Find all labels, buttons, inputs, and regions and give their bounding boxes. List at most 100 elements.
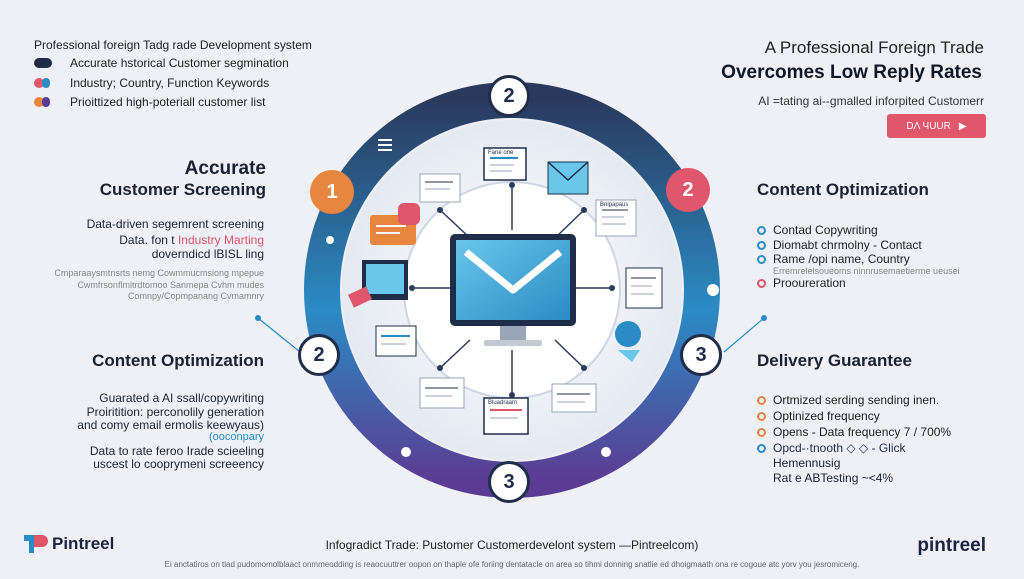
- section1-desc4: Cmparaaysmtnsrts nemg Cowmmucmsiong mpep…: [54, 268, 264, 278]
- section1-desc2-highlight: Industry Marting: [177, 233, 264, 247]
- pill-icon-purple: [42, 97, 50, 107]
- section2-title: Content Optimization: [92, 351, 264, 370]
- bullet-dot-icon: [757, 240, 766, 250]
- bullet-dot-icon: [757, 278, 766, 288]
- bullet-dot-icon: [757, 411, 766, 421]
- right-section2-item: Optinized frequency: [757, 409, 880, 423]
- tablet-card-left: [347, 260, 408, 308]
- pill-icon-navy: [34, 58, 52, 68]
- right-section2-title: Delivery Guarantee: [757, 351, 912, 370]
- bullet-dot-icon: [757, 225, 766, 235]
- right-section1-item: Contad Copywriting: [757, 223, 878, 237]
- footer-caption: Infogradict Trade: Pustomer Customerdeve…: [325, 538, 699, 552]
- right-section1-item-label: Prooureration: [773, 276, 846, 290]
- pintreel-logo-icon: [24, 535, 48, 553]
- logo-right: pintreel: [917, 535, 986, 556]
- section1-desc2-prefix: Data. fon t: [119, 233, 175, 247]
- card-title-3: Bluadraam: [488, 400, 518, 406]
- connector-lines: [412, 185, 612, 395]
- card-title-1: Fane one: [488, 150, 514, 156]
- section2-desc5: Data to rate feroo Irade scieeling: [89, 444, 264, 458]
- section1-title-line1: Accurate: [184, 158, 266, 179]
- section1-desc1: Data-driven segemrent screening: [86, 217, 264, 231]
- ring-dot: [707, 284, 719, 296]
- ring-dot: [326, 236, 334, 244]
- right-section1-item: Diomabt chrmolny - Contact: [757, 238, 922, 252]
- right-section1-item: Rame /opi name, Country: [757, 252, 910, 266]
- pill-icon-blue: [42, 78, 50, 88]
- header-left-title: Professional foreign Tadg rade Developme…: [34, 38, 312, 52]
- doc-card-bottom: [483, 397, 529, 435]
- badge-bottom: 3: [488, 461, 530, 503]
- right-section1-item-label: Contad Copywriting: [773, 223, 878, 237]
- section1-desc2: Data. fon t Industry Marting: [119, 233, 264, 247]
- ring-dot: [401, 447, 411, 457]
- logo-left-text: Pintreel: [52, 534, 115, 553]
- section1-title-line2: Customer Screening: [99, 180, 266, 199]
- monitor-icon: [450, 234, 576, 346]
- badge-top: 2: [488, 75, 530, 117]
- right-section2-item: Ortmized serding sending inen.: [757, 393, 939, 407]
- doc-card-bottom-left: [419, 377, 465, 409]
- header-left-item-3: Prioittized high-poteriall customer list: [70, 95, 266, 109]
- pill-icon-red: [34, 78, 44, 88]
- doc-card-right: [595, 199, 637, 237]
- section2-desc6: uscest lo cooprymeni screeency: [93, 457, 264, 471]
- connector-right-dot: [761, 315, 767, 321]
- badge-right: 2: [666, 168, 710, 212]
- section2-desc4: (ooconpary: [208, 431, 264, 443]
- doc-card-left-top: [419, 173, 461, 203]
- right-section2-item: Opens - Data frequency 7 / 700%: [757, 425, 951, 439]
- chat-bubble-card: [370, 203, 420, 245]
- cta-label: DΛ ЧUUR: [906, 120, 951, 132]
- badge-lower-right: 3: [680, 334, 722, 376]
- doc-card-left-bottom: [375, 325, 417, 357]
- section1-desc3: doverndicd lBISL ling: [151, 247, 264, 261]
- right-section1-small: Erremrelelsoueoms ninnrusemaetierme ueus…: [773, 266, 960, 276]
- right-section1-title: Content Optimization: [757, 180, 929, 199]
- play-arrow-icon: ▶: [958, 120, 967, 132]
- right-section1-item: Prooureration: [757, 276, 846, 290]
- connector-left: [257, 317, 301, 353]
- bullet-dot-icon: [757, 427, 766, 437]
- bullet-dot-icon: [757, 443, 766, 453]
- doc-card-bottom-right: [551, 383, 597, 413]
- header-right-line1: A Professional Foreign Trade: [764, 38, 984, 57]
- connector-right: [723, 317, 765, 353]
- right-section2-item-label: Rat e ABTesting ~<4%: [773, 471, 894, 485]
- right-section1-item-label: Diomabt chrmolny - Contact: [773, 238, 922, 252]
- badge-left: 1: [310, 170, 354, 214]
- header-left-item-1: Accurate hstorical Customer segmination: [70, 56, 289, 70]
- badge-lower-left: 2: [298, 334, 340, 376]
- section1-desc5: Cwmfrsonflmltrdtomoo Sanmepa Cvhm mudes: [77, 280, 264, 290]
- menu-icon: [378, 139, 392, 151]
- right-section2-item-label: Opens - Data frequency 7 / 700%: [773, 425, 952, 439]
- connector-dots: [409, 182, 615, 398]
- logo-left: Pintreel: [24, 533, 114, 555]
- header-right-title: Overcomes Low Reply Rates: [721, 62, 982, 83]
- connector-left-dot: [255, 315, 261, 321]
- footer-fineprint: Ei anctatiros on tlad pudomomolblaact on…: [164, 560, 860, 569]
- doc-card-right-mid: [625, 267, 663, 309]
- header-right-subtitle: AI =tating ai--gmalled inforpited Custom…: [758, 94, 984, 108]
- doc-card-top: [483, 147, 527, 181]
- header-left-item-2: Industry; Country, Function Keywords: [70, 76, 270, 90]
- section1-desc6: Comnpy/Copmpanang Cvmamnry: [127, 291, 264, 301]
- pill-icon-orange: [34, 97, 44, 107]
- cta-button[interactable]: DΛ ЧUUR ▶: [887, 114, 986, 138]
- section2-desc2: Proiritition: perconolily generation: [86, 405, 264, 419]
- right-section2-item-label: Opcd-·tnooth ◇ ◇ - Glick: [773, 441, 906, 455]
- right-section2-item-label: Optinized frequency: [773, 409, 880, 423]
- right-section2-item-label: Ortmized serding sending inen.: [773, 393, 940, 407]
- right-section1-item-label: Rame /opi name, Country: [773, 252, 910, 266]
- globe-icon: [615, 321, 641, 362]
- envelope-card: [547, 161, 589, 195]
- bullet-dot-icon: [757, 395, 766, 405]
- section2-desc3: and comy email ermolis keewyaus): [77, 418, 264, 432]
- card-title-2: Bnlpapaus: [600, 202, 629, 208]
- section2-desc1: Guarated a AI ssall/copywriting: [99, 391, 264, 405]
- bullet-dot-icon: [757, 254, 766, 264]
- right-section2-item-label: Hemennusig: [773, 456, 841, 470]
- right-section2-item: Opcd-·tnooth ◇ ◇ - Glick: [757, 441, 906, 455]
- ring-dot: [601, 447, 611, 457]
